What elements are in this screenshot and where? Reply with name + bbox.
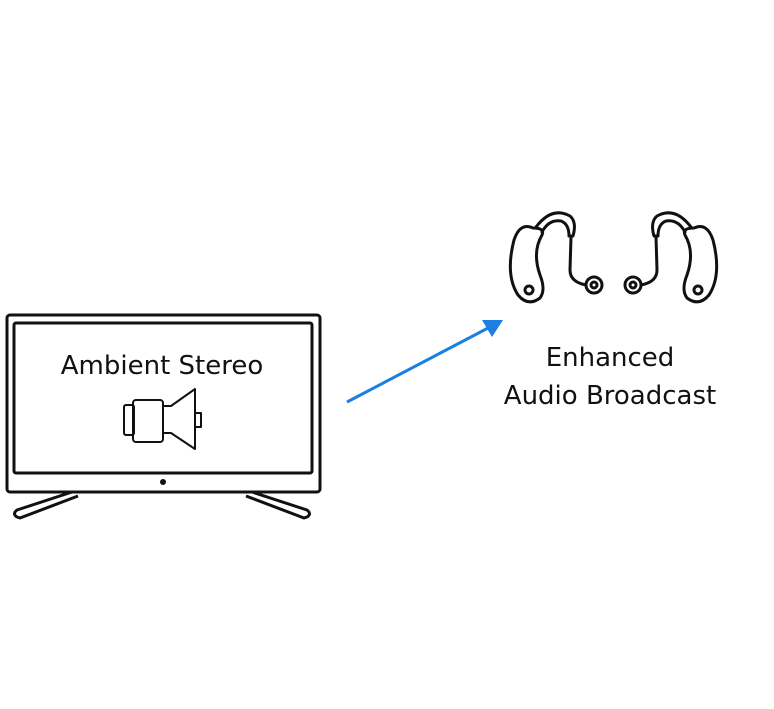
hearing-aids-label-line2: Audio Broadcast xyxy=(503,381,717,411)
tv-icon xyxy=(5,313,322,520)
speaker-icon xyxy=(123,388,202,450)
hearing-aid-left xyxy=(508,211,604,304)
tv-label: Ambient Stereo xyxy=(60,351,264,381)
hearing-aids-icon xyxy=(508,211,719,304)
arrow xyxy=(346,320,503,404)
hearing-aids-label-line1: Enhanced xyxy=(545,343,675,373)
hearing-aid-right xyxy=(623,211,719,304)
